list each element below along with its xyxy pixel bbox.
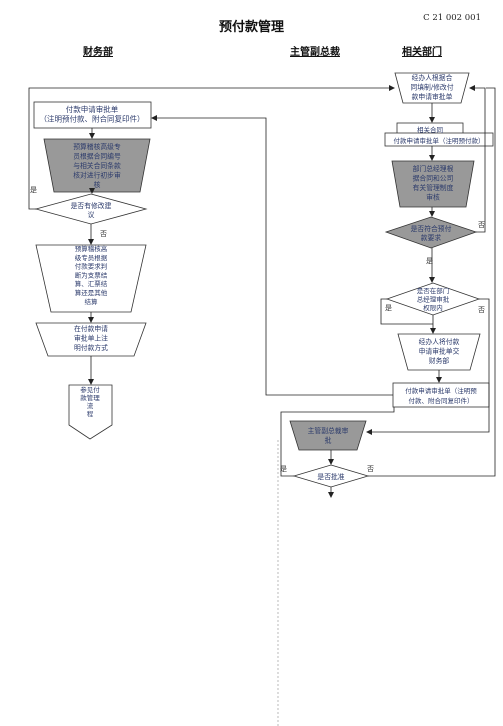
finance-ref-label: 参见付款管理流程 (80, 385, 100, 418)
lane-title-vp: 主管副总裁 (290, 47, 340, 58)
edge-label-vp-yes: 是 (280, 465, 287, 473)
dept-review-line: 审核 (426, 193, 440, 202)
edge-finance-yes-loop (28, 85, 395, 210)
finance-check-line: 预算稽核高级专 (73, 142, 121, 151)
dept-fill-line: 经办人根据合 (412, 73, 453, 82)
dept-form2-line: 付款申请审批单（注明预 (405, 386, 477, 395)
finance-decision-line: 议 (88, 211, 95, 219)
dept-decision2-label: 是否在部门总经理审批权限内 (417, 286, 450, 312)
finance-note-line: 在付款申请 (74, 324, 108, 333)
finance-judge-line: 预算稽核高 (75, 244, 108, 253)
finance-check-line: 核 (94, 180, 101, 189)
finance-decision-line: 是否有修改建 (71, 201, 112, 210)
dept-submit-line: 申请审批单交 (419, 347, 460, 356)
finance-ref-line: 流 (87, 401, 94, 410)
edge-decision2-no (366, 298, 490, 435)
dept-review-line: 有关管理制度 (413, 183, 454, 192)
dept-decision1-diamond (384, 216, 478, 249)
finance-check-line: 核对进行初步审 (73, 171, 121, 180)
vp-review-label: 主管副总裁审批 (308, 426, 349, 445)
dept-review-line: 据合同和公司 (413, 174, 454, 183)
finance-form-line: 付款申请审批单 (66, 104, 119, 114)
dept-decision2-line: 是否在部门 (417, 286, 450, 295)
finance-ref-line: 款管理 (80, 393, 100, 402)
vp-review-shape (289, 420, 367, 451)
finance-note-line: 审批单上注 (74, 334, 108, 343)
dept-review-shape (391, 160, 475, 208)
finance-judge-line: 级专员根据 (75, 253, 108, 262)
finance-form-label: 付款申请审批单（注明预付款、附合同复印件） (40, 104, 145, 124)
dept-decision2-line: 权限内 (423, 303, 443, 312)
finance-check-line: 与相关合同条款 (73, 161, 121, 170)
finance-decision-label: 是否有修改建议 (71, 201, 112, 219)
dept-form-label: 付款申请审批单（注明预付款） (394, 136, 485, 145)
finance-form-line: （注明预付款、附合同复印件） (40, 114, 145, 124)
finance-form-box (33, 101, 152, 129)
finance-judge-line: 结算 (85, 297, 99, 306)
edge-label-vp-no: 否 (367, 465, 374, 473)
edge-label-finance-no: 否 (100, 230, 107, 238)
edge-label-finance-yes: 是 (30, 186, 37, 194)
edge-vp-no-loop (368, 87, 496, 477)
lane-title-dept: 相关部门 (402, 47, 442, 58)
finance-judge-shape (35, 244, 147, 313)
vp-review-line: 主管副总裁审 (308, 426, 349, 435)
dept-submit-line: 经办人将付款 (419, 337, 460, 346)
finance-note-shape (35, 322, 147, 357)
dept-form2-label: 付款申请审批单（注明预付款、附合同复印件） (405, 386, 477, 405)
dept-contract-line: 相关合同 (417, 125, 443, 134)
dept-contract-label: 相关合同 (417, 125, 443, 134)
finance-judge-line: 断为支票结 (75, 270, 108, 279)
edge-label-decision1-no: 否 (478, 221, 485, 229)
finance-check-label: 预算稽核高级专员根据合同编号与相关合同条款核对进行初步审核 (73, 142, 121, 189)
finance-offpage-ref (68, 384, 113, 440)
finance-check-line: 员根据合同编号 (73, 152, 121, 161)
dept-form-line: 付款申请审批单（注明预付款） (394, 136, 485, 145)
document-code: C 21 002 001 (423, 13, 481, 23)
dept-form2-box (392, 382, 490, 408)
edge-vp-yes (280, 407, 395, 477)
dept-submit-line: 财务部 (429, 356, 450, 365)
dept-review-label: 部门总经理根据合同和公司有关管理制度审核 (413, 164, 454, 202)
lane-title-finance: 财务部 (83, 47, 113, 58)
edge-decision2-yes-left (380, 298, 433, 325)
edge-form2-to-finance (151, 115, 393, 396)
dept-fill-shape (394, 72, 470, 104)
finance-note-line: 明付款方式 (74, 343, 108, 352)
edge-label-decision2-yes: 是 (385, 304, 392, 312)
dept-form2-line: 付款、附合同复印件） (409, 396, 474, 405)
dept-decision1-line: 款要求 (421, 233, 442, 242)
dept-decision1-line: 是否符合预付 (411, 224, 452, 233)
dept-fill-line: 同填制/修改付 (410, 83, 453, 92)
dept-fill-line: 款申请审批单 (412, 92, 453, 101)
dept-fill-label: 经办人根据合同填制/修改付款申请审批单 (410, 73, 453, 101)
edge-decision1-no-loop (469, 85, 486, 233)
vp-decision-label: 是否批准 (317, 472, 344, 481)
dept-decision2-line: 总经理审批 (417, 295, 450, 304)
dept-form-box (384, 132, 494, 147)
vp-decision-line: 是否批准 (317, 472, 344, 481)
dept-review-line: 部门总经理根 (413, 164, 454, 173)
dept-submit-shape (397, 333, 481, 371)
finance-judge-line: 付款要求判 (75, 262, 108, 271)
dept-submit-label: 经办人将付款申请审批单交财务部 (419, 337, 460, 365)
edge-label-decision1-yes: 是 (426, 257, 433, 265)
finance-check-shape (43, 138, 151, 193)
finance-note-label: 在付款申请审批单上注明付款方式 (74, 324, 108, 352)
finance-ref-line: 程 (87, 409, 94, 418)
finance-ref-line: 参见付 (80, 385, 100, 394)
finance-judge-line: 算、汇票结 (75, 279, 108, 288)
page-title: 预付款管理 (218, 20, 284, 35)
finance-judge-label: 预算稽核高级专员根据付款要求判断为支票结算、汇票结算还是其他结算 (75, 244, 108, 306)
vp-review-line: 批 (325, 436, 332, 445)
finance-judge-line: 算还是其他 (75, 288, 108, 297)
edge-label-decision2-no: 否 (478, 306, 485, 314)
dept-decision1-label: 是否符合预付款要求 (411, 224, 452, 242)
